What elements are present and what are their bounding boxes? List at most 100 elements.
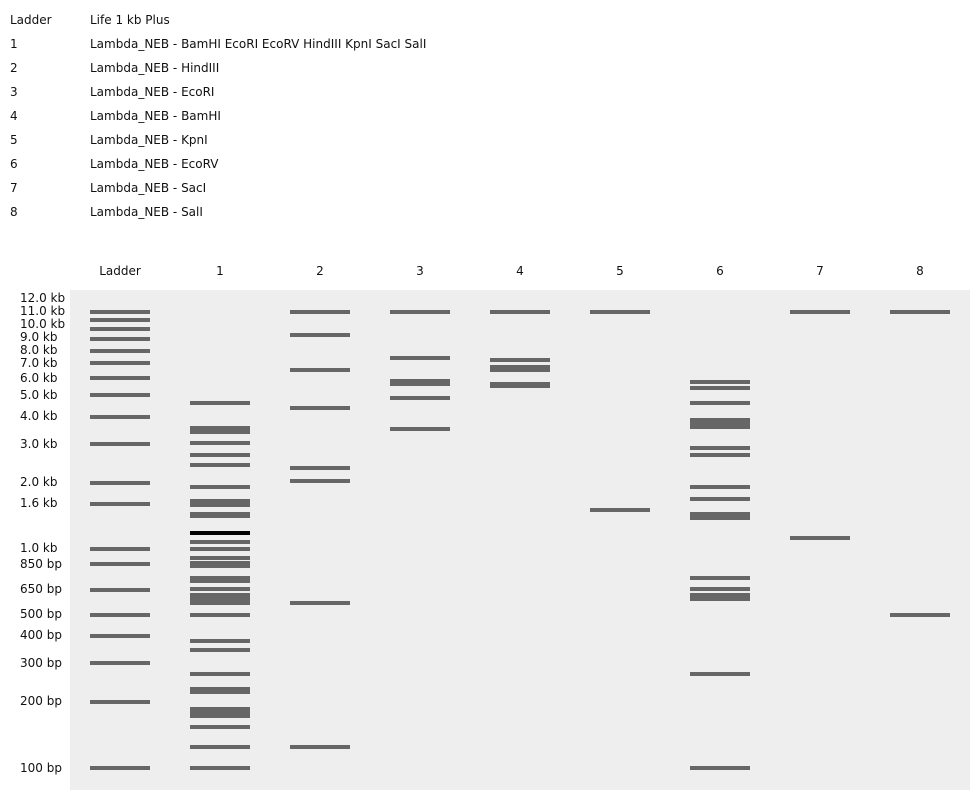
ladder-size-label: 10.0 kb [20, 316, 66, 331]
legend-lane-description: Lambda_NEB - HindIII [90, 61, 220, 75]
dna-band [690, 484, 750, 489]
dna-band [890, 612, 950, 617]
legend-lane-description: Lambda_NEB - SacI [90, 181, 207, 195]
legend-lane-id: 3 [10, 85, 18, 99]
dna-band [190, 706, 250, 711]
dna-band [690, 445, 750, 450]
ladder-band [90, 633, 150, 638]
ladder-band [90, 442, 150, 447]
ladder-size-label: 100 bp [20, 760, 62, 775]
ladder-band [90, 699, 150, 704]
dna-band [590, 310, 650, 314]
ladder-size-label: 6.0 kb [20, 370, 58, 385]
ladder-band [90, 414, 150, 419]
ladder-size-label: 12.0 kb [20, 290, 66, 305]
lane-label: Ladder [99, 264, 141, 278]
dna-band [790, 310, 850, 314]
dna-band [190, 744, 250, 749]
dna-band [690, 516, 750, 520]
ladder-band [90, 348, 150, 353]
ladder-band [90, 587, 150, 592]
dna-band [690, 576, 750, 580]
dna-band [490, 358, 550, 363]
ladder-size-label: 7.0 kb [20, 355, 58, 370]
ladder-size-label: 9.0 kb [20, 329, 58, 344]
dna-band [690, 497, 750, 502]
dna-band [690, 424, 750, 429]
ladder-size-label: 2.0 kb [20, 475, 58, 490]
dna-band [690, 417, 750, 422]
lane-label: 8 [916, 264, 924, 278]
lane-label: 7 [816, 264, 824, 278]
ladder-band [90, 546, 150, 551]
ladder-band [90, 327, 150, 332]
dna-band [690, 597, 750, 602]
ladder-size-label: 4.0 kb [20, 409, 58, 424]
ladder-size-label: 850 bp [20, 556, 62, 571]
dna-band [690, 586, 750, 591]
legend-lane-description: Lambda_NEB - KpnI [90, 133, 208, 147]
dna-band [190, 766, 250, 770]
lane-label: 6 [716, 264, 724, 278]
legend-lane-id: 8 [10, 205, 18, 219]
dna-band [190, 648, 250, 653]
ladder-size-label: 400 bp [20, 628, 62, 643]
legend-lane-id: 1 [10, 37, 18, 51]
dna-band [190, 724, 250, 729]
dna-band [390, 310, 450, 314]
dna-band [490, 382, 550, 387]
lane-label: 3 [416, 264, 424, 278]
legend-lane-id: 4 [10, 109, 18, 123]
lane-label: 4 [516, 264, 524, 278]
ladder-band [90, 480, 150, 485]
dna-band [690, 385, 750, 390]
dna-band [390, 355, 450, 360]
ladder-band [90, 337, 150, 342]
dna-band [490, 384, 550, 389]
ladder-size-label: 3.0 kb [20, 436, 58, 451]
ladder-band [90, 310, 150, 314]
dna-band [390, 395, 450, 400]
ladder-size-label: 300 bp [20, 655, 62, 670]
dna-band [190, 687, 250, 692]
ladder-band [90, 766, 150, 770]
ladder-size-label: 8.0 kb [20, 342, 58, 357]
lane-label: 2 [316, 264, 324, 278]
dna-band [190, 579, 250, 584]
ladder-size-label: 1.0 kb [20, 541, 58, 556]
dna-band [390, 381, 450, 386]
ladder-band [90, 361, 150, 366]
dna-band [190, 463, 250, 468]
dna-band [190, 440, 250, 445]
dna-band [190, 672, 250, 677]
dna-band [190, 547, 250, 552]
dna-band [390, 379, 450, 384]
dna-band [390, 426, 450, 431]
gel-image [70, 290, 970, 790]
ladder-band [90, 562, 150, 567]
ladder-band [90, 376, 150, 381]
dna-band [190, 597, 250, 602]
dna-band [790, 535, 850, 540]
dna-band [690, 401, 750, 406]
ladder-band [90, 661, 150, 666]
dna-band [690, 452, 750, 457]
dna-band [190, 484, 250, 489]
dna-band [190, 592, 250, 597]
ladder-band [90, 318, 150, 323]
dna-band [190, 540, 250, 545]
dna-band [290, 744, 350, 749]
legend-lane-description: Lambda_NEB - BamHI [90, 109, 221, 123]
dna-band [290, 466, 350, 471]
dna-band [290, 601, 350, 606]
dna-band [290, 310, 350, 314]
ladder-size-label: 500 bp [20, 607, 62, 622]
dna-band [190, 452, 250, 457]
legend-lane-id: 5 [10, 133, 18, 147]
dna-band [690, 766, 750, 770]
dna-band [190, 401, 250, 406]
legend-lane-description: Life 1 kb Plus [90, 13, 170, 27]
ladder-band [90, 612, 150, 617]
ladder-band [90, 393, 150, 398]
dna-band [690, 511, 750, 516]
